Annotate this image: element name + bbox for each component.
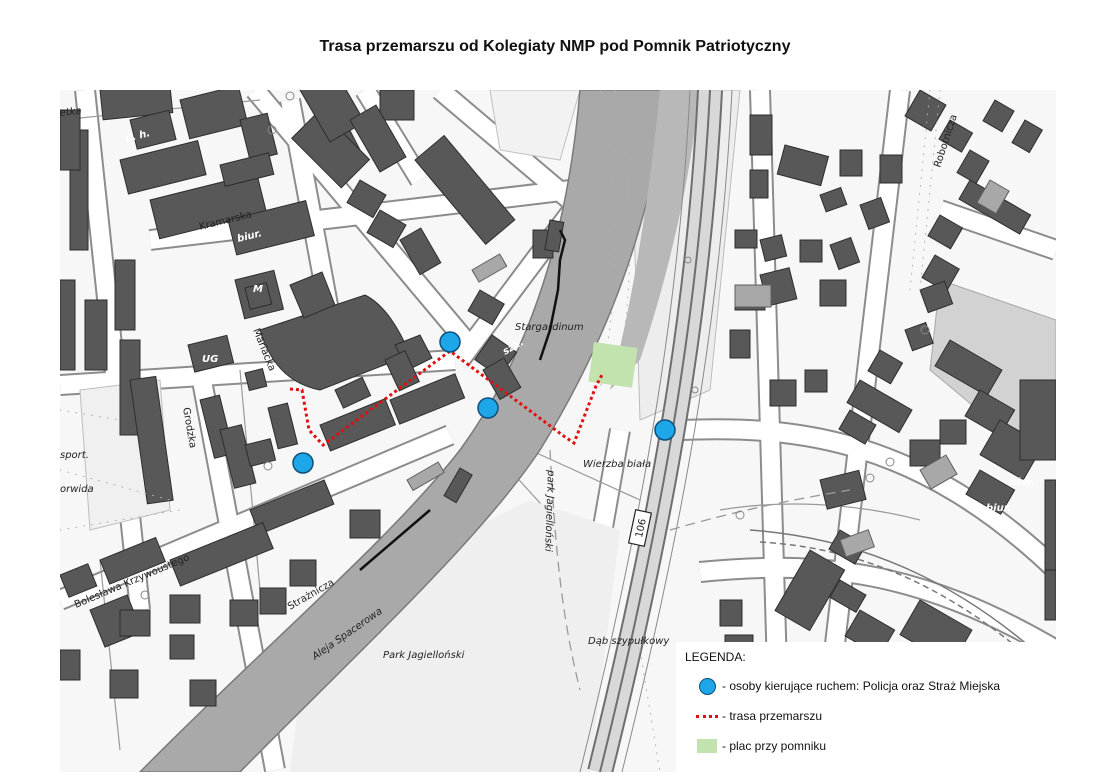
green-square-icon <box>694 736 720 756</box>
label-etka: etka <box>60 106 82 119</box>
traffic-point-straznicza[interactable] <box>477 397 499 419</box>
label-sport: sport. <box>60 450 89 461</box>
legend-label-traffic-control: - osoby kierujące ruchem: Policja oraz S… <box>722 679 1001 693</box>
traffic-point-boleslawa[interactable] <box>292 452 314 474</box>
label-biur-3: biur. <box>986 503 1011 514</box>
river <box>138 90 700 772</box>
traffic-point-collegiate[interactable] <box>439 331 461 353</box>
buildings <box>60 90 1056 747</box>
tree-symbols <box>140 91 930 600</box>
march-route <box>289 349 605 448</box>
traffic-point-road-106[interactable] <box>654 419 676 441</box>
legend-title: LEGENDA: <box>685 650 746 664</box>
label-dab-szypulkowy: Dąb szypułkowy <box>588 636 670 647</box>
buildings-light <box>406 179 1010 558</box>
road-106 <box>579 90 733 772</box>
label-wierzba-biala: Wierzba biała <box>583 459 651 470</box>
label-stargardinum: Stargardinum <box>515 322 584 333</box>
road-106-shield: 106 <box>627 508 653 548</box>
tree-dots <box>60 90 941 772</box>
label-biur-2: biur. <box>1010 477 1035 488</box>
legend-item-route: - trasa przemarszu <box>694 706 822 726</box>
legend: LEGENDA: - osoby kierujące ruchem: Polic… <box>676 642 1056 782</box>
legend-item-traffic-control: - osoby kierujące ruchem: Policja oraz S… <box>694 676 1000 696</box>
walls <box>359 229 567 571</box>
red-dotted-line-icon <box>694 706 720 726</box>
legend-label-square: - plac przy pomniku <box>722 739 827 753</box>
map-canvas[interactable]: 106 etka d. h. Kramarska biur. M Mariack… <box>60 90 1056 772</box>
label-park-jagiellonski: Park Jagielloński <box>383 649 465 661</box>
label-m: M <box>253 284 263 295</box>
road-106-label: 106 <box>634 518 649 539</box>
label-ug: UG <box>202 354 218 365</box>
label-park-jagiellonski-road: park Jagielloński <box>542 469 557 552</box>
monument-square <box>588 342 638 388</box>
park-paths <box>549 449 851 691</box>
blue-circle-icon <box>694 676 720 696</box>
legend-item-square: - plac przy pomniku <box>694 736 826 756</box>
traffic-control-points <box>292 331 676 474</box>
legend-label-route: - trasa przemarszu <box>722 709 823 723</box>
label-orwida: orwida <box>60 484 94 495</box>
map-title: Trasa przemarszu od Kolegiaty NMP pod Po… <box>319 38 791 55</box>
